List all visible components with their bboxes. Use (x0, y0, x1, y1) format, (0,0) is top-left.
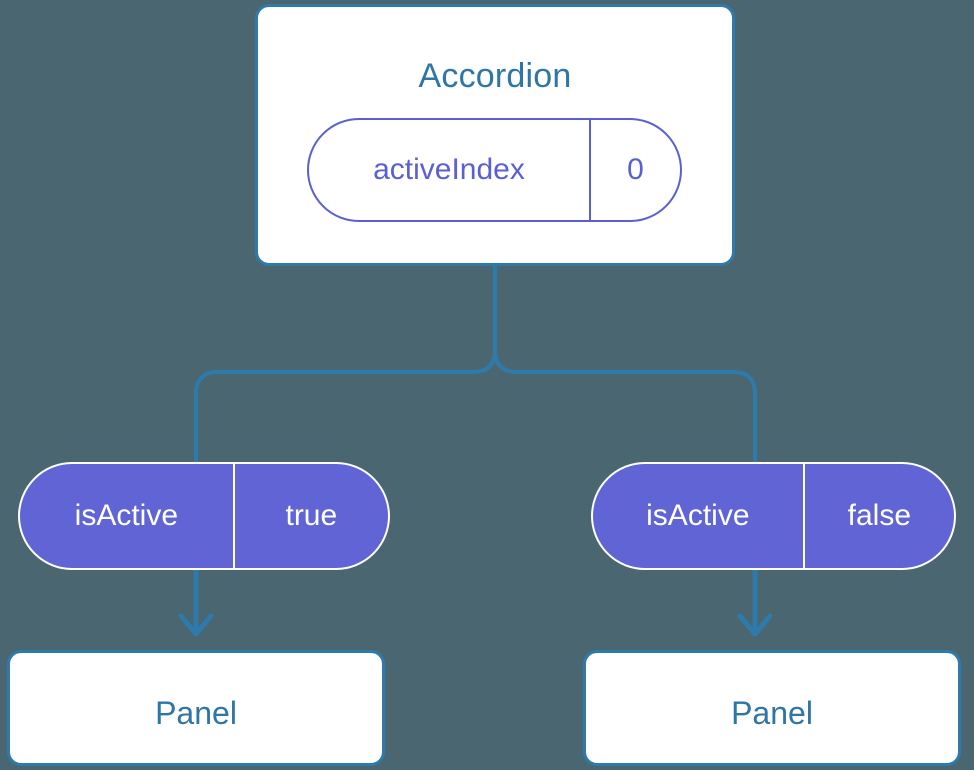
left-panel-title: Panel (155, 695, 237, 731)
accordion-title: Accordion (418, 57, 572, 95)
left-panel-prop-badge[interactable]: isActive true (18, 462, 390, 570)
left-panel-prop-value: true (232, 464, 388, 568)
accordion-state-key: activeIndex (373, 153, 525, 186)
right-panel-card[interactable]: Panel (583, 650, 961, 766)
accordion-state-badge[interactable]: activeIndex 0 (307, 118, 682, 222)
connector-root-to-right (493, 263, 757, 464)
arrow-left-down-icon (178, 570, 214, 637)
left-panel-card[interactable]: Panel (7, 650, 385, 766)
right-panel-prop-badge[interactable]: isActive false (591, 462, 956, 570)
right-panel-prop-key: isActive (646, 499, 750, 532)
right-panel-prop-value: false (802, 464, 954, 568)
accordion-state-value: 0 (588, 120, 680, 220)
connector-root-to-left (194, 263, 497, 464)
arrow-right-down-icon (737, 570, 773, 637)
left-panel-prop-key: isActive (74, 499, 179, 532)
right-panel-title: Panel (731, 695, 813, 731)
